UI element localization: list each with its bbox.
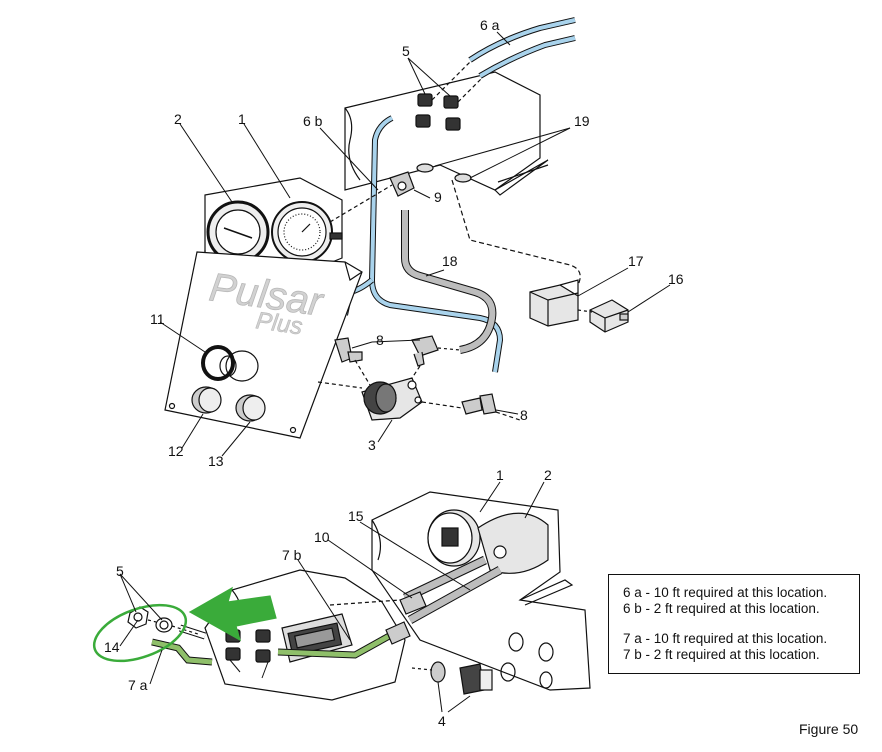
tube-7b xyxy=(277,626,402,659)
figure-label: Figure 50 xyxy=(799,721,859,737)
note-6a: 6 a - 10 ft required at this location. xyxy=(623,585,828,600)
gauge-2-top xyxy=(206,200,270,264)
callout-5-top: 5 xyxy=(402,43,410,59)
callout-6b: 6 b xyxy=(303,113,323,129)
callout-8b: 8 xyxy=(520,407,528,423)
notes-box: 6 a - 10 ft required at this location. 6… xyxy=(608,574,860,674)
callout-8a: 8 xyxy=(376,332,384,348)
top-manifold-housing xyxy=(344,71,549,196)
note-7b: 7 b - 2 ft required at this location. xyxy=(623,647,820,662)
leader-lines xyxy=(119,31,671,713)
bottom-housing-main xyxy=(371,491,591,691)
grommet-19b xyxy=(454,173,472,183)
tube-6a xyxy=(431,17,576,103)
callout-16: 16 xyxy=(668,271,684,287)
callout-6a: 6 a xyxy=(480,17,500,33)
gauge-ring-11 xyxy=(201,345,259,382)
callout-14: 14 xyxy=(104,639,120,655)
button-13 xyxy=(235,394,266,422)
note-6b: 6 b - 2 ft required at this location. xyxy=(623,601,820,616)
fitting-10 xyxy=(385,591,427,645)
gauge-1-top xyxy=(271,201,343,263)
callout-17: 17 xyxy=(628,253,644,269)
elbow-fitting-8c xyxy=(461,393,497,415)
callout-10: 10 xyxy=(314,529,330,545)
callout-1-top: 1 xyxy=(238,111,246,127)
callout-11: 11 xyxy=(150,311,165,327)
callout-labels: 6 a 5 6 b 19 2 1 9 18 17 16 11 8 8 12 13… xyxy=(104,17,684,729)
callout-4: 4 xyxy=(438,713,446,729)
tube-15 xyxy=(403,555,503,624)
regulator-3 xyxy=(361,377,423,421)
callout-18: 18 xyxy=(442,253,458,269)
elbow-fitting-8b xyxy=(411,335,439,367)
block-17 xyxy=(529,279,579,327)
note-7a: 7 a - 10 ft required at this location. xyxy=(623,631,828,646)
callout-7a: 7 a xyxy=(128,677,148,693)
tube-18 xyxy=(401,210,497,354)
fittings-bottom xyxy=(225,629,271,663)
callout-5-bottom: 5 xyxy=(116,563,124,579)
callout-15: 15 xyxy=(348,508,364,524)
callout-19: 19 xyxy=(574,113,590,129)
highlight-ring xyxy=(92,603,188,663)
callout-9: 9 xyxy=(434,189,442,205)
callout-7b: 7 b xyxy=(282,547,302,563)
callout-2-bottom: 2 xyxy=(544,467,552,483)
callout-3: 3 xyxy=(368,437,376,453)
callout-13: 13 xyxy=(208,453,224,469)
elbow-fitting-8a xyxy=(334,337,363,363)
button-12 xyxy=(191,386,222,414)
elbow-fitting-9 xyxy=(389,171,415,197)
gauge-1-bottom xyxy=(427,509,481,567)
green-arrow-icon xyxy=(188,586,277,642)
nut-and-fitting-4 xyxy=(430,661,493,695)
callout-12: 12 xyxy=(168,443,184,459)
fitting-16 xyxy=(589,299,629,333)
grommet-19a xyxy=(416,163,434,173)
callout-2-top: 2 xyxy=(174,111,182,127)
gauge-2-bottom xyxy=(477,512,549,574)
callout-1-bottom: 1 xyxy=(496,467,504,483)
quick-connect-fittings-top xyxy=(415,93,461,131)
